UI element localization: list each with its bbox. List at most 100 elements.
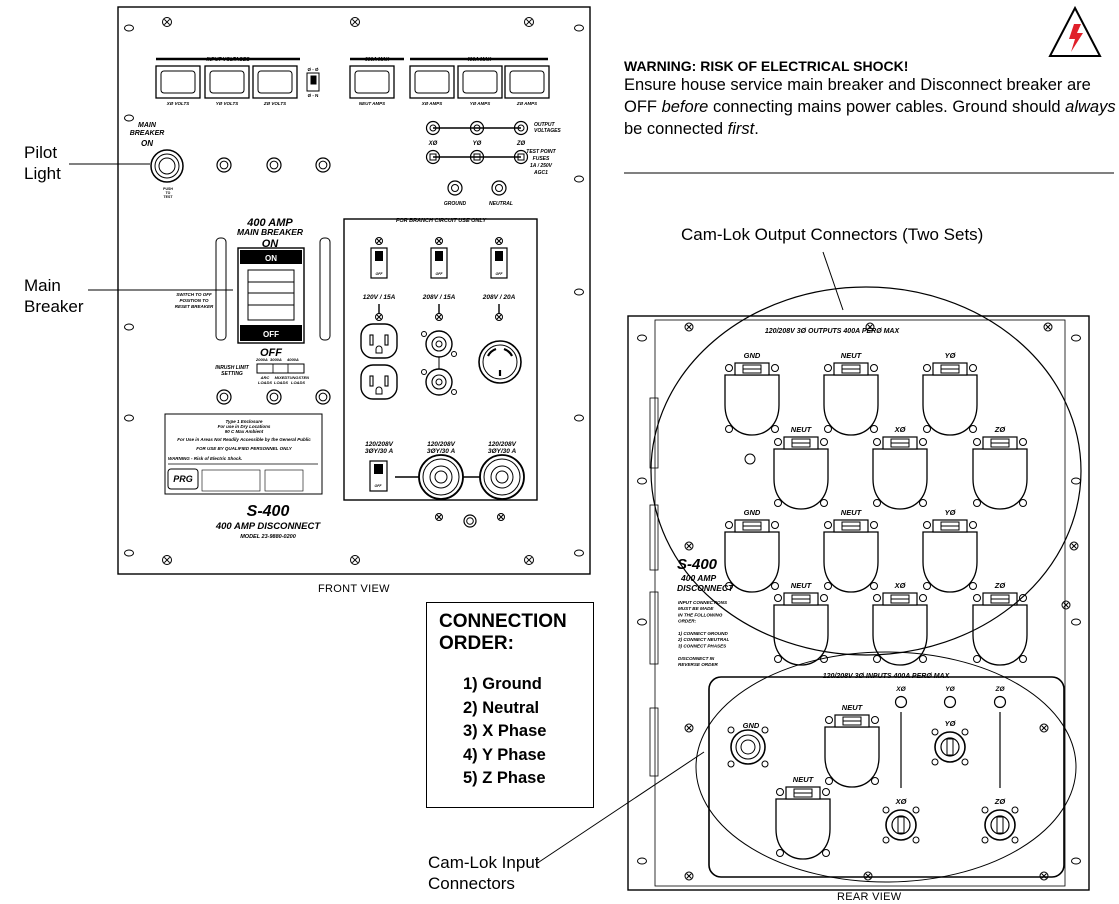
- front-plugs: [216, 157, 505, 528]
- rear-model-subtitle-1: 400 AMP: [680, 573, 716, 583]
- camlok-output-connector[interactable]: [823, 362, 879, 436]
- camlok-output-connector[interactable]: [922, 362, 978, 436]
- front-model-number: MODEL 23-9880-0200: [240, 534, 296, 540]
- rear-screw-icon: [1039, 723, 1049, 733]
- inrush-value-3: 4000A: [286, 357, 299, 362]
- blank-plug: [216, 157, 232, 173]
- pilot-light[interactable]: [150, 149, 184, 183]
- off-label: OFF: [376, 272, 384, 276]
- branch-breaker-switch[interactable]: OFF: [490, 247, 508, 279]
- main-breaker-label-3: ON: [141, 139, 153, 148]
- camlok-input-connector[interactable]: [824, 714, 880, 788]
- rear-screw-icon: [1061, 600, 1071, 610]
- rear-model-subtitle-2: DISCONNECT: [677, 583, 734, 593]
- breaker-on-label: ON: [265, 254, 277, 263]
- branch-rating: 120V / 15A: [363, 294, 396, 301]
- fuse-holder[interactable]: [469, 149, 485, 165]
- camlok-output-connector[interactable]: [972, 592, 1028, 666]
- front-mounting-holes: [124, 17, 584, 565]
- front-mounting-hole: [574, 414, 584, 422]
- duplex-outlet[interactable]: [360, 323, 398, 359]
- camlok-output-connector[interactable]: [823, 519, 879, 593]
- meter-label: YØ VOLTS: [216, 101, 238, 106]
- twistlock-outlet[interactable]: [421, 330, 457, 358]
- panel-meter: NEUT AMPS: [349, 65, 395, 106]
- branch-breaker-switch[interactable]: OFF: [369, 460, 388, 492]
- branch-breaker-switch[interactable]: OFF: [430, 247, 448, 279]
- svg-text:PRG: PRG: [173, 474, 193, 484]
- breaker-title-3: ON: [262, 238, 280, 250]
- rear-screw-icon: [1069, 541, 1079, 551]
- branch-screw-icon: [495, 313, 503, 321]
- output-voltages-1: OUTPUT: [534, 122, 556, 128]
- connector-label: YØ: [945, 351, 957, 360]
- switch-to-off-2: POSITION TO: [180, 298, 209, 303]
- input-connectors-ellipse: [695, 651, 1077, 883]
- voltage-test-jack[interactable]: [425, 120, 441, 136]
- gnd-input-connector[interactable]: [727, 726, 769, 768]
- front-mounting-hole: [124, 24, 134, 32]
- off-label: OFF: [496, 272, 504, 276]
- fuse-holder[interactable]: [513, 149, 529, 165]
- front-screw-icon: [350, 555, 360, 565]
- rear-screw-icon: [865, 322, 875, 332]
- plate-line: For use in Dry Locations: [218, 424, 271, 429]
- rear-screw-icon: [684, 723, 694, 733]
- phase-indicator-light: [993, 695, 1007, 709]
- camlok-output-connector[interactable]: [972, 436, 1028, 510]
- voltage-test-jack[interactable]: [513, 120, 529, 136]
- y-phase-input-connector[interactable]: [931, 728, 969, 766]
- front-mounting-hole: [124, 323, 134, 331]
- duplex-outlet[interactable]: [360, 364, 398, 400]
- connector-label: ZØ: [994, 425, 1007, 434]
- rear-mounting-hole: [637, 857, 647, 865]
- camlok-output-connector[interactable]: [724, 519, 780, 593]
- bottom-rating: 120/208V: [488, 441, 516, 448]
- connector-label: GND: [743, 721, 760, 730]
- breaker-off-big: OFF: [260, 347, 282, 359]
- locking-outlet[interactable]: [478, 340, 522, 384]
- camlok-output-connector[interactable]: [922, 519, 978, 593]
- blank-plug: [266, 157, 282, 173]
- voltage-test-jack[interactable]: [469, 120, 485, 136]
- blank-plug: [463, 514, 477, 528]
- input-voltages-label: INPUT VOLTAGES: [206, 57, 250, 63]
- bottom-rating: 120/208V: [365, 441, 393, 448]
- indicator-label: YØ: [945, 686, 955, 693]
- camlok-input-connector[interactable]: [775, 786, 831, 860]
- connector-label: ZØ: [994, 581, 1007, 590]
- meter-label: ZØ AMPS: [516, 101, 537, 106]
- z-phase-input-connector[interactable]: [981, 806, 1019, 844]
- inrush-selector[interactable]: [256, 363, 305, 374]
- fuse-holder[interactable]: [425, 149, 441, 165]
- main-breaker-switch[interactable]: [237, 247, 305, 344]
- prg-logo: PRG: [167, 468, 199, 490]
- rear-screw-icon: [1043, 322, 1053, 332]
- neutral-jack[interactable]: [491, 180, 507, 196]
- connector-label: NEUT: [791, 425, 813, 434]
- breaker-on-bar: [240, 250, 302, 264]
- branch-rating: 208V / 20A: [482, 294, 516, 301]
- off-label: OFF: [436, 272, 444, 276]
- camlok-output-connector[interactable]: [872, 436, 928, 510]
- fuses-1: TEST POINT: [526, 149, 556, 155]
- camlok-output-connector[interactable]: [724, 362, 780, 436]
- camlok-output-connector[interactable]: [773, 436, 829, 510]
- ground-jack[interactable]: [447, 180, 463, 196]
- branch-breaker-switch[interactable]: OFF: [370, 247, 388, 279]
- rear-mounting-hole: [1071, 334, 1081, 342]
- phase-label: ZØ: [516, 141, 526, 147]
- breaker-title-1: 400 AMP: [246, 217, 293, 229]
- front-mounting-hole: [574, 24, 584, 32]
- indicator-label: XØ: [895, 686, 906, 693]
- branch-screw-icon: [435, 237, 443, 245]
- rear-screw-icon: [684, 871, 694, 881]
- blank-plug: [315, 157, 331, 173]
- x-phase-input-connector[interactable]: [882, 806, 920, 844]
- breaker-title-2: MAIN BREAKER: [237, 227, 304, 237]
